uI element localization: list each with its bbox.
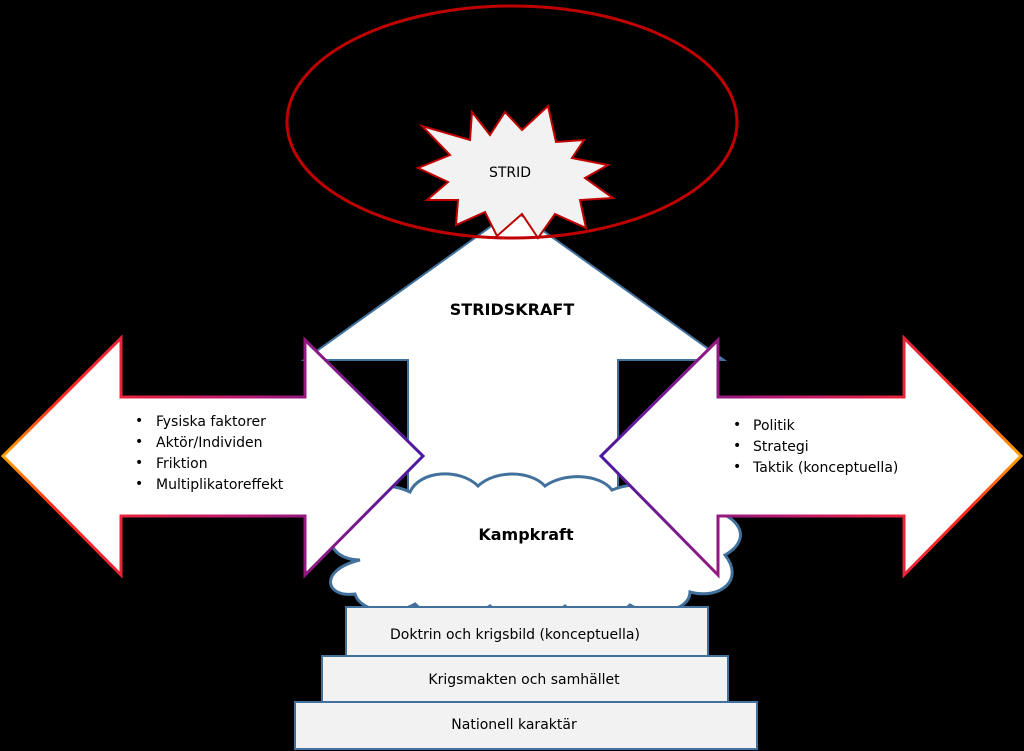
step-bottom-label: Nationell karaktär <box>451 717 577 733</box>
left-list-item: Fysiska faktorer <box>156 414 266 430</box>
left-list-item: Friktion <box>156 456 208 472</box>
right-list: • Politik • Strategi • Taktik (konceptue… <box>733 417 898 476</box>
right-list-item: Politik <box>753 418 796 434</box>
left-list: • Fysiska faktorer • Aktör/Individen • F… <box>135 413 284 493</box>
strid-starburst <box>415 104 616 240</box>
left-bullet: • <box>135 434 143 450</box>
left-list-item: Aktör/Individen <box>156 435 263 451</box>
right-list-item: Taktik (konceptuella) <box>752 460 898 476</box>
left-list-item: Multiplikatoreffekt <box>156 477 284 493</box>
right-bullet: • <box>733 438 741 454</box>
right-arrow <box>598 334 1024 579</box>
kampkraft-label: Kampkraft <box>478 525 574 544</box>
left-bullet: • <box>135 476 143 492</box>
step-bottom <box>294 701 758 750</box>
step-top-label: Doktrin och krigsbild (konceptuella) <box>390 627 640 643</box>
step-middle-label: Krigsmakten och samhället <box>428 672 620 688</box>
left-arrow <box>0 334 426 579</box>
step-top <box>345 606 709 657</box>
left-bullet: • <box>135 455 143 471</box>
right-bullet: • <box>733 417 741 433</box>
right-bullet: • <box>733 459 741 475</box>
strid-label: STRID <box>489 165 531 181</box>
left-bullet: • <box>135 413 143 429</box>
stridskraft-label: STRIDSKRAFT <box>450 300 575 319</box>
right-list-item: Strategi <box>753 439 809 455</box>
strid-ellipse <box>285 4 739 240</box>
